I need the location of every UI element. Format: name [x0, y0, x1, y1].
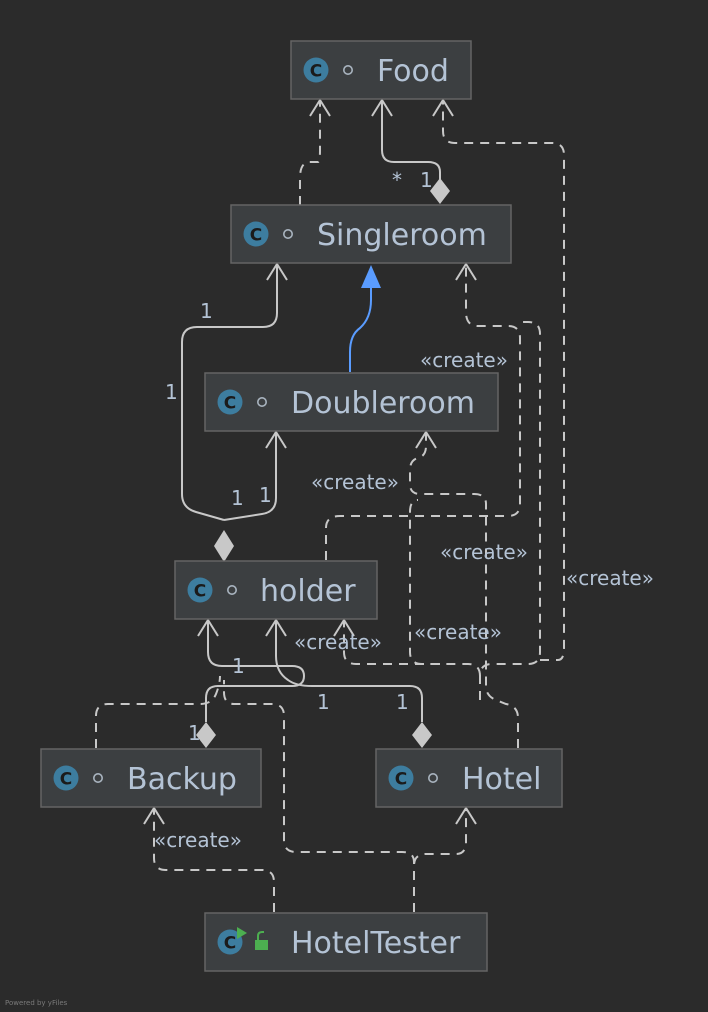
class-node-hoteltester[interactable]: C HotelTester: [204, 912, 488, 972]
create-label: «create»: [311, 470, 399, 494]
edge-holder-doubleroom: [223, 434, 277, 521]
class-name: Doubleroom: [291, 386, 475, 421]
class-name: Food: [377, 54, 449, 89]
multiplicity-label: 1: [317, 690, 330, 714]
multiplicity-label: 1: [188, 721, 201, 745]
multiplicity-label: 1: [259, 483, 272, 507]
class-icon: [303, 57, 329, 83]
edge-singleroom-food: [299, 102, 321, 205]
class-icon: [187, 577, 213, 603]
multiplicity-label: 1: [396, 690, 409, 714]
edge-food-singleroom-composition: [381, 100, 441, 180]
edge-backup-holder-create: [95, 675, 221, 748]
svg-text:C: C: [224, 934, 236, 954]
class-node-holder[interactable]: holder: [174, 560, 378, 620]
edge-hoteltester-backup-create: [153, 810, 275, 912]
class-icon: [217, 389, 243, 415]
edge-hotel-singleroom-create: [479, 321, 541, 700]
edge-backup-holder: [205, 622, 306, 722]
create-label: «create»: [414, 620, 502, 644]
edge-holder-singleroom-create: [325, 266, 521, 560]
arrowhead: [371, 99, 393, 117]
class-box: [230, 204, 512, 264]
edge-hoteltester-hotel-create: [413, 810, 467, 912]
arrowhead: [432, 99, 454, 117]
edge-to-food-create: [442, 102, 565, 661]
unlock-icon: [255, 931, 268, 950]
edges: [95, 99, 565, 912]
powered-by-footer: Powered by yFiles: [5, 999, 68, 1007]
multiplicity-label: *: [392, 168, 402, 192]
class-node-food[interactable]: Food: [290, 40, 472, 100]
arrowhead: [333, 619, 355, 637]
class-node-doubleroom[interactable]: Doubleroom: [204, 372, 499, 432]
multiplicity-label: 1: [165, 380, 178, 404]
create-label: «create»: [420, 348, 508, 372]
create-label: «create»: [154, 828, 242, 852]
edge-holder-singleroom: [181, 266, 278, 521]
create-label: «create»: [294, 630, 382, 654]
arrowhead: [455, 807, 477, 825]
arrowhead: [265, 619, 287, 637]
class-name: Singleroom: [317, 218, 487, 253]
composition-diamond: [196, 722, 216, 748]
inheritance-arrowhead: [361, 265, 381, 288]
composition-diamond: [214, 530, 234, 562]
arrowhead: [265, 431, 287, 449]
class-name: Backup: [127, 762, 237, 797]
class-box: [204, 372, 499, 432]
edge-hotel-doubleroom-create: [409, 434, 519, 748]
class-node-backup[interactable]: Backup: [40, 748, 262, 808]
class-icon: [243, 221, 269, 247]
class-icon: [388, 765, 414, 791]
composition-diamond: [430, 178, 450, 204]
runnable-class-icon: C: [217, 927, 247, 955]
arrowhead: [197, 619, 219, 637]
create-label: «create»: [440, 540, 528, 564]
arrowhead: [266, 263, 288, 281]
class-name: holder: [260, 574, 356, 609]
arrowhead: [455, 263, 477, 281]
class-name: Hotel: [462, 762, 541, 797]
class-node-hotel[interactable]: Hotel: [375, 748, 563, 808]
class-box: [204, 912, 488, 972]
class-name: HotelTester: [291, 926, 461, 961]
multiplicity-label: 1: [231, 486, 244, 510]
class-node-singleroom[interactable]: Singleroom: [230, 204, 512, 264]
edge-labels: * 1 1 1 1 1 1 1 1 1 «create» «create» «c…: [154, 168, 654, 852]
arrowhead: [309, 99, 331, 117]
multiplicity-label: 1: [200, 299, 213, 323]
arrowhead: [415, 431, 437, 449]
create-label: «create»: [566, 566, 654, 590]
composition-diamond: [412, 722, 432, 748]
edge-to-holder-create: [343, 622, 440, 665]
edge-hotel-holder-create: [409, 499, 481, 677]
multiplicity-label: 1: [420, 168, 433, 192]
arrowhead: [143, 807, 165, 825]
class-icon: [53, 765, 79, 791]
multiplicity-label: 1: [232, 654, 245, 678]
edge-doubleroom-singleroom-inheritance: [349, 285, 372, 372]
edge-hotel-holder: [275, 622, 423, 722]
